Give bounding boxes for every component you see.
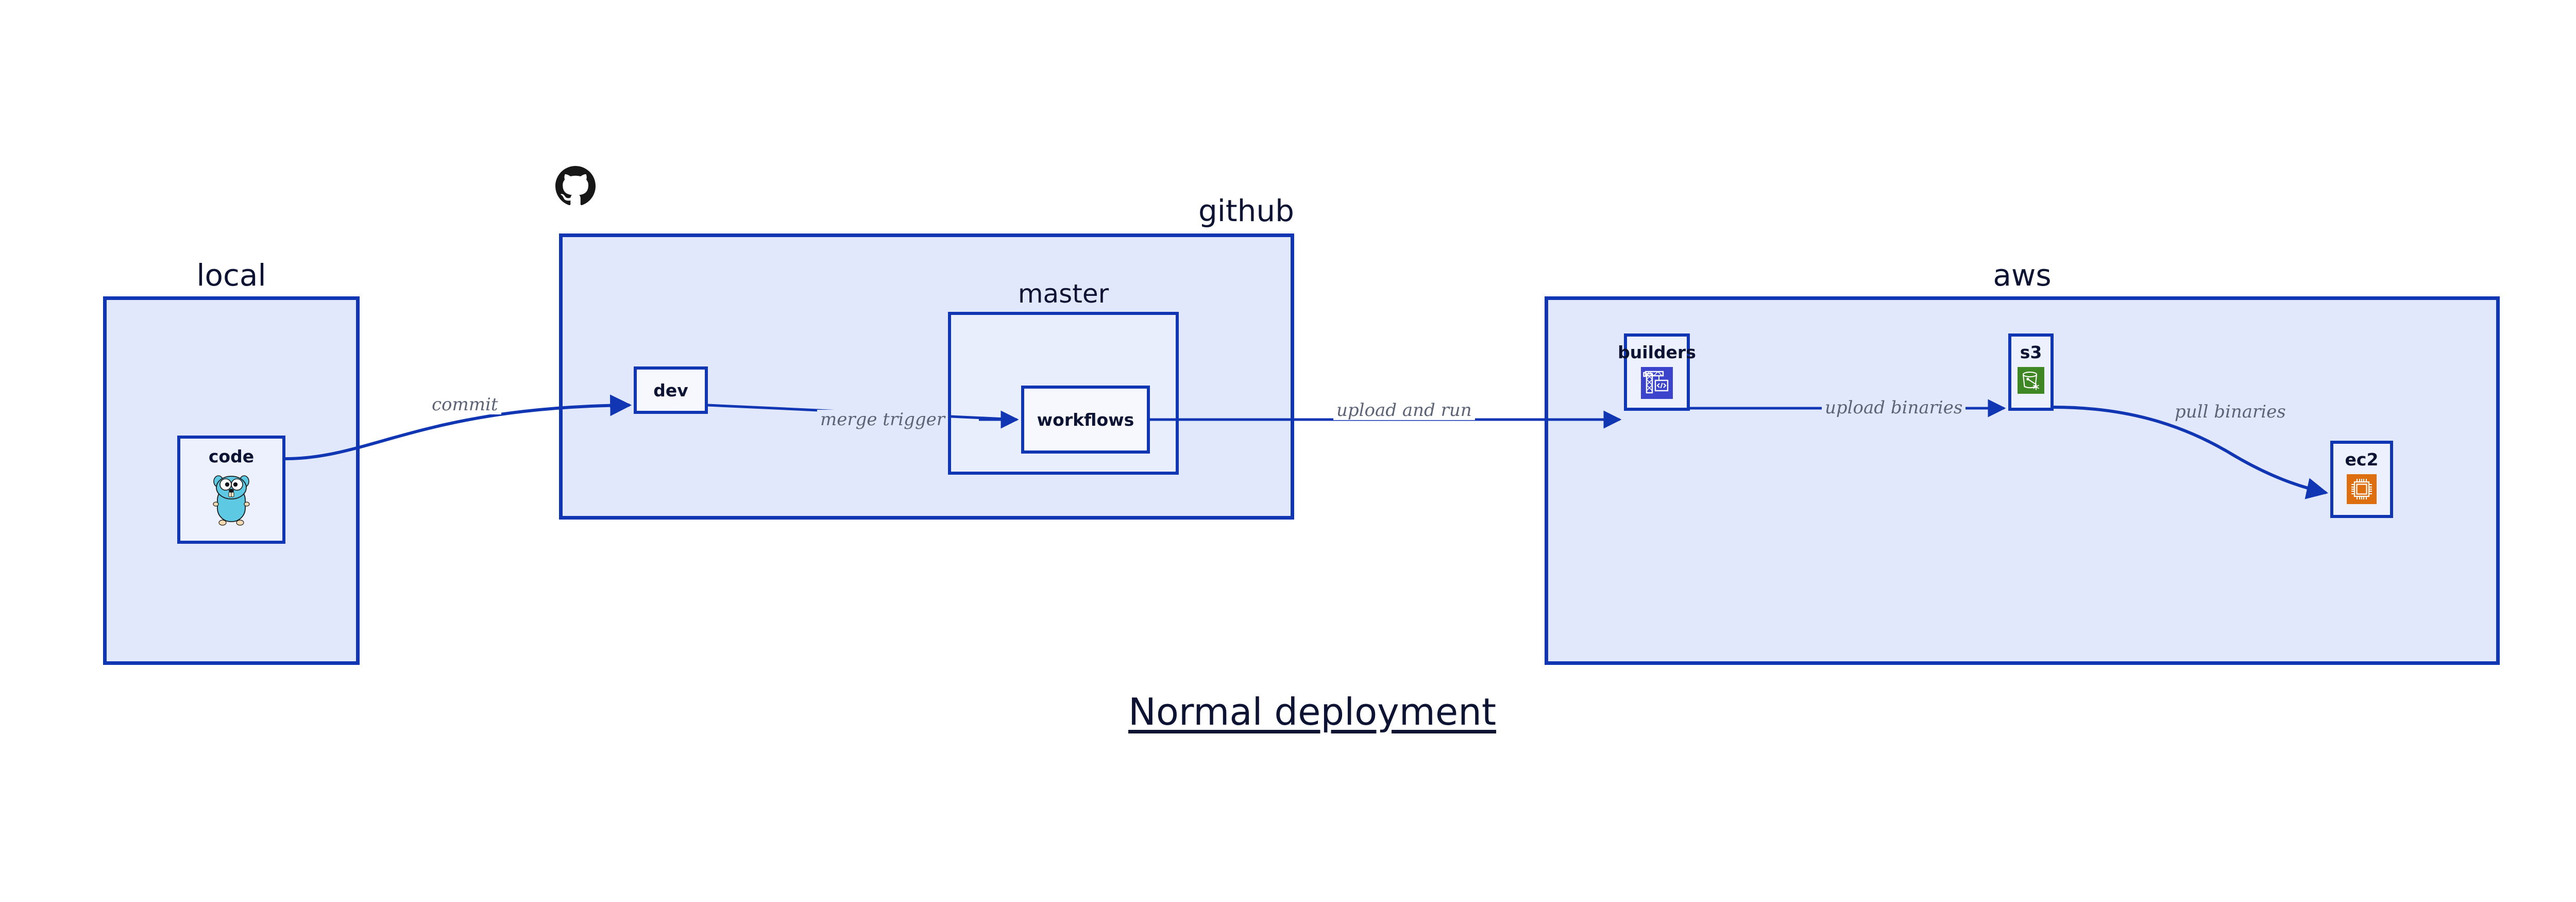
node-dev[interactable]: dev <box>634 366 708 414</box>
node-label-code: code <box>208 446 255 466</box>
node-label-ec2: ec2 <box>2345 449 2379 470</box>
node-label-dev: dev <box>653 380 688 400</box>
node-label-builders: builders <box>1618 342 1696 362</box>
node-ec2[interactable]: ec2 <box>2330 441 2393 518</box>
group-label-aws: aws <box>1993 258 2052 293</box>
node-workflows[interactable]: workflows <box>1021 386 1150 454</box>
edge-label-merge-trigger: merge trigger <box>817 410 948 429</box>
group-label-local: local <box>196 258 266 293</box>
aws-builders-icon <box>1641 367 1673 401</box>
edge-label-pull-binaries: pull binaries <box>2172 402 2289 422</box>
diagram-title: Normal deployment <box>1128 690 1497 733</box>
node-label-workflows: workflows <box>1037 409 1134 430</box>
node-builders[interactable]: builders <box>1618 333 1696 411</box>
edge-label-commit: commit <box>429 395 501 414</box>
go-gopher-icon <box>211 471 251 530</box>
node-s3[interactable]: s3 <box>2008 333 2054 411</box>
node-label-s3: s3 <box>2020 342 2042 362</box>
edge-label-upload-and-run: upload and run <box>1333 400 1475 420</box>
group-label-master: master <box>1018 279 1109 309</box>
aws-ec2-icon <box>2347 474 2377 506</box>
github-octocat-icon <box>555 166 596 208</box>
group-label-github: github <box>1198 193 1294 228</box>
node-code[interactable]: code <box>177 436 285 544</box>
edge-label-upload-binaries: upload binaries <box>1822 398 1966 417</box>
aws-s3-icon <box>2018 367 2044 396</box>
